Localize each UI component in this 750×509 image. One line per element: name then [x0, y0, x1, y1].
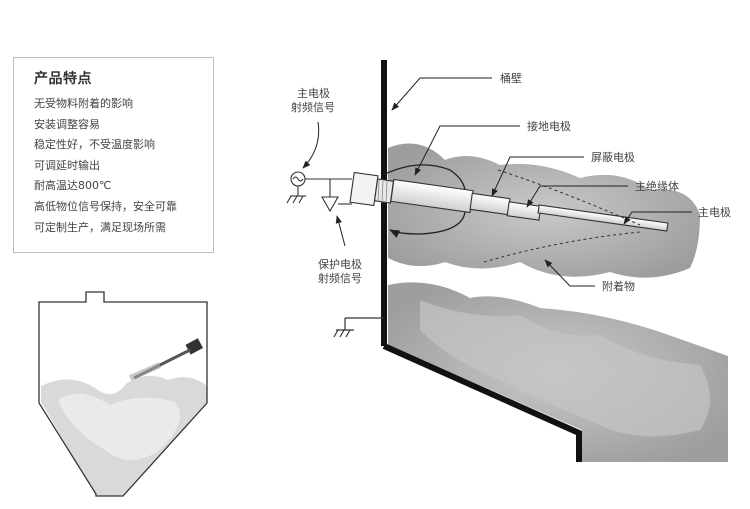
- label-guard-signal-line1: 保护电极: [318, 257, 362, 271]
- feature-item: 无受物料附着的影响: [34, 97, 133, 110]
- label-bucket-wall: 桶壁: [500, 71, 522, 85]
- leader-lines: [302, 77, 692, 287]
- label-guard-signal-line2: 射频信号: [318, 271, 362, 285]
- label-main-signal-line1: 主电极: [297, 86, 330, 100]
- silo-outline: [38, 291, 208, 497]
- label-main-signal-line2: 射频信号: [291, 100, 335, 114]
- main-electrode: [537, 204, 669, 232]
- signal-source: [286, 171, 352, 213]
- product-features-box: 产品特点 无受物料附着的影响 安装调整容易 稳定性好，不受温度影响 可调延时输出…: [13, 57, 214, 253]
- feature-item: 耐高温达800℃: [34, 179, 112, 193]
- buffer-amplifier-icon: [321, 196, 339, 213]
- probe-nut: [349, 171, 379, 207]
- feature-item: 可调延时输出: [34, 158, 100, 172]
- probe: [349, 171, 669, 232]
- deposit-dashes: [483, 169, 641, 263]
- ground-symbol-wall: [333, 317, 384, 338]
- feature-item: 高低物位信号保持，安全可靠: [34, 199, 177, 213]
- label-ground-electrode: 接地电极: [527, 119, 571, 133]
- feature-item: 可定制生产，满足现场所需: [34, 220, 166, 234]
- bucket-wall: [381, 60, 582, 462]
- label-deposit: 附着物: [602, 279, 635, 293]
- label-shield-electrode: 屏蔽电极: [591, 150, 635, 164]
- silo-illustration: [38, 291, 208, 497]
- silo-material-cloud: [58, 393, 180, 460]
- features-title: 产品特点: [34, 71, 92, 87]
- label-main-electrode: 主电极: [698, 205, 731, 219]
- feature-item: 安装调整容易: [34, 117, 100, 131]
- feature-item: 稳定性好，不受温度影响: [34, 138, 155, 152]
- label-main-insulator: 主绝缘体: [635, 179, 679, 193]
